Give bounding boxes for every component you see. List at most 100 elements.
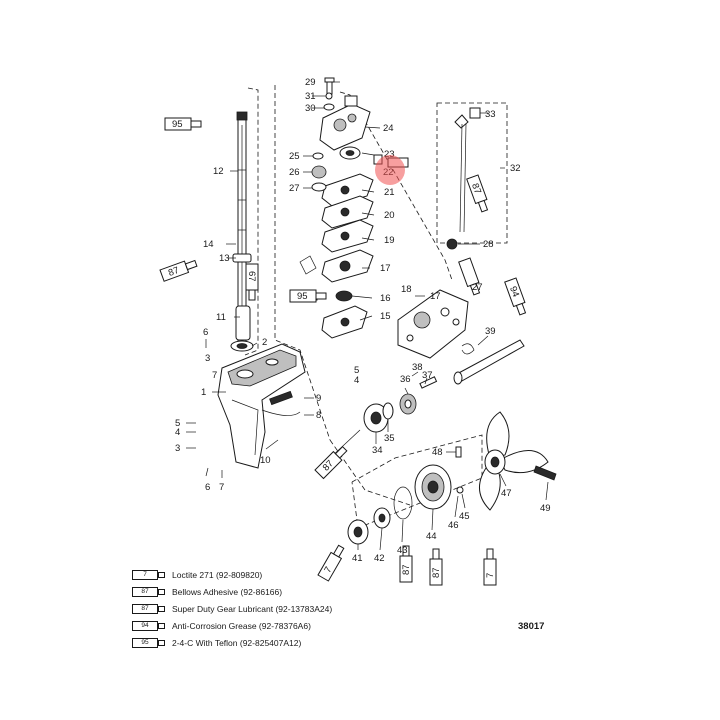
svg-text:7: 7 [322, 565, 334, 575]
callout-24: 24 [383, 123, 394, 134]
callout-20: 20 [384, 210, 395, 221]
callout-47: 47 [501, 488, 512, 499]
tube-7-bearing: 7 [317, 544, 345, 582]
callout-7: 7 [219, 482, 224, 493]
callout-4: 4 [175, 427, 180, 438]
callout-21: 21 [384, 187, 395, 198]
callout-33: 33 [485, 109, 496, 120]
callout-45: 45 [459, 511, 470, 522]
legend-label: Anti-Corrosion Grease (92-78376A6) [172, 620, 311, 631]
legend-label: 2-4-C With Teflon (92-825407A12) [172, 637, 302, 648]
gear-housing [217, 343, 306, 469]
callout-48: 48 [432, 447, 443, 458]
svg-text:87: 87 [167, 265, 181, 279]
callout-3: 3 [205, 353, 210, 364]
callout-15: 15 [380, 311, 391, 322]
callout-1: 1 [201, 387, 206, 398]
shift-rod-assembly [446, 107, 481, 250]
svg-text:95: 95 [297, 291, 308, 302]
callout-9: 9 [316, 393, 321, 404]
svg-text:87: 87 [401, 564, 412, 575]
tube-95-center: 95 [289, 289, 327, 303]
callout-2: 2 [262, 337, 267, 348]
callout-6: 6 [203, 327, 208, 338]
shift-rod-kit-outline [436, 102, 508, 244]
svg-text:94: 94 [507, 285, 521, 299]
water-pump-stack [319, 95, 409, 339]
callout-32: 32 [510, 163, 521, 174]
callout-25: 25 [289, 151, 300, 162]
callout-7: 7 [212, 370, 217, 381]
tube-icon: 94 [132, 620, 166, 631]
svg-text:87: 87 [431, 567, 442, 578]
callout-31: 31 [305, 91, 316, 102]
shift-housing [397, 289, 469, 359]
driveshaft [232, 111, 252, 347]
callout-14: 14 [203, 239, 214, 250]
svg-text:67: 67 [246, 271, 257, 282]
callout-42: 42 [374, 553, 385, 564]
assembly-outline-left [244, 87, 259, 356]
tube-7-propeller: 7 [483, 548, 497, 586]
tube-icon: 87 [132, 586, 166, 597]
tube-95-top-left: 95 [164, 117, 202, 131]
callout-26: 26 [289, 167, 300, 178]
forward-gear-group [399, 376, 438, 415]
callout-36: 36 [400, 374, 411, 385]
callout-19: 19 [384, 235, 395, 246]
tube-87-carrier: 87 [429, 548, 443, 586]
tube-67-driveshaft: 67 [245, 263, 259, 301]
tube-87-shift: 87 [466, 174, 489, 213]
callout-27: 27 [289, 183, 300, 194]
selected-part-highlight [375, 155, 405, 185]
legend-row: 87 Bellows Adhesive (92-86166) [132, 583, 362, 600]
legend-label: Loctite 271 (92-809820) [172, 569, 263, 580]
callout-49: 49 [540, 503, 551, 514]
callout-5: 5 [175, 418, 180, 429]
callout-8: 8 [316, 410, 321, 421]
callout-39: 39 [485, 326, 496, 337]
tube-icon: 7 [132, 569, 166, 580]
tube-94-propshaft: 94 [504, 277, 527, 316]
assembly-outline-center [274, 85, 331, 441]
svg-text:7: 7 [485, 573, 496, 578]
callout-28: 28 [483, 239, 494, 250]
callout-13: 13 [219, 253, 230, 264]
callout-41: 41 [352, 553, 363, 564]
tube-87-pinion: 87 [314, 445, 348, 480]
legend-label: Bellows Adhesive (92-86166) [172, 586, 283, 597]
callout-18: 18 [401, 284, 412, 295]
diagram-reference-number: 38017 [518, 621, 545, 632]
callout-17: 17 [430, 291, 441, 302]
callout-17: 17 [380, 263, 391, 274]
callout-37: 37 [422, 370, 433, 381]
callout-12: 12 [213, 166, 224, 177]
propeller-shaft [453, 339, 525, 385]
svg-text:87: 87 [469, 182, 483, 196]
callout-6: 6 [205, 482, 210, 493]
callout-38: 38 [412, 362, 423, 373]
tube-icon: 87 [132, 603, 166, 614]
legend-row: 7 Loctite 271 (92-809820) [132, 566, 362, 583]
callout-23: 23 [384, 149, 395, 160]
callout-11: 11 [216, 312, 226, 323]
legend-row: 94 Anti-Corrosion Grease (92-78376A6) [132, 617, 362, 634]
tube-87-seal: 87 [399, 545, 413, 583]
callout-46: 46 [448, 520, 459, 531]
callout-43: 43 [397, 545, 408, 556]
lubricant-legend: 7 Loctite 271 (92-809820) 87 Bellows Adh… [132, 566, 362, 651]
callout-3: 3 [175, 443, 180, 454]
bearing-seal-set [347, 486, 413, 545]
callout-5: 5 [354, 365, 359, 376]
callout-10: 10 [260, 455, 271, 466]
legend-row: 87 Super Duty Gear Lubricant (92-13783A2… [132, 600, 362, 617]
legend-row: 95 2-4-C With Teflon (92-825407A12) [132, 634, 362, 651]
svg-text:95: 95 [172, 119, 183, 130]
callout-29: 29 [305, 77, 316, 88]
callout-27: 27 [472, 282, 483, 293]
callout-30: 30 [305, 103, 316, 114]
leader-lines [186, 81, 549, 551]
callout-34: 34 [372, 445, 383, 456]
callout-4: 4 [354, 375, 359, 386]
